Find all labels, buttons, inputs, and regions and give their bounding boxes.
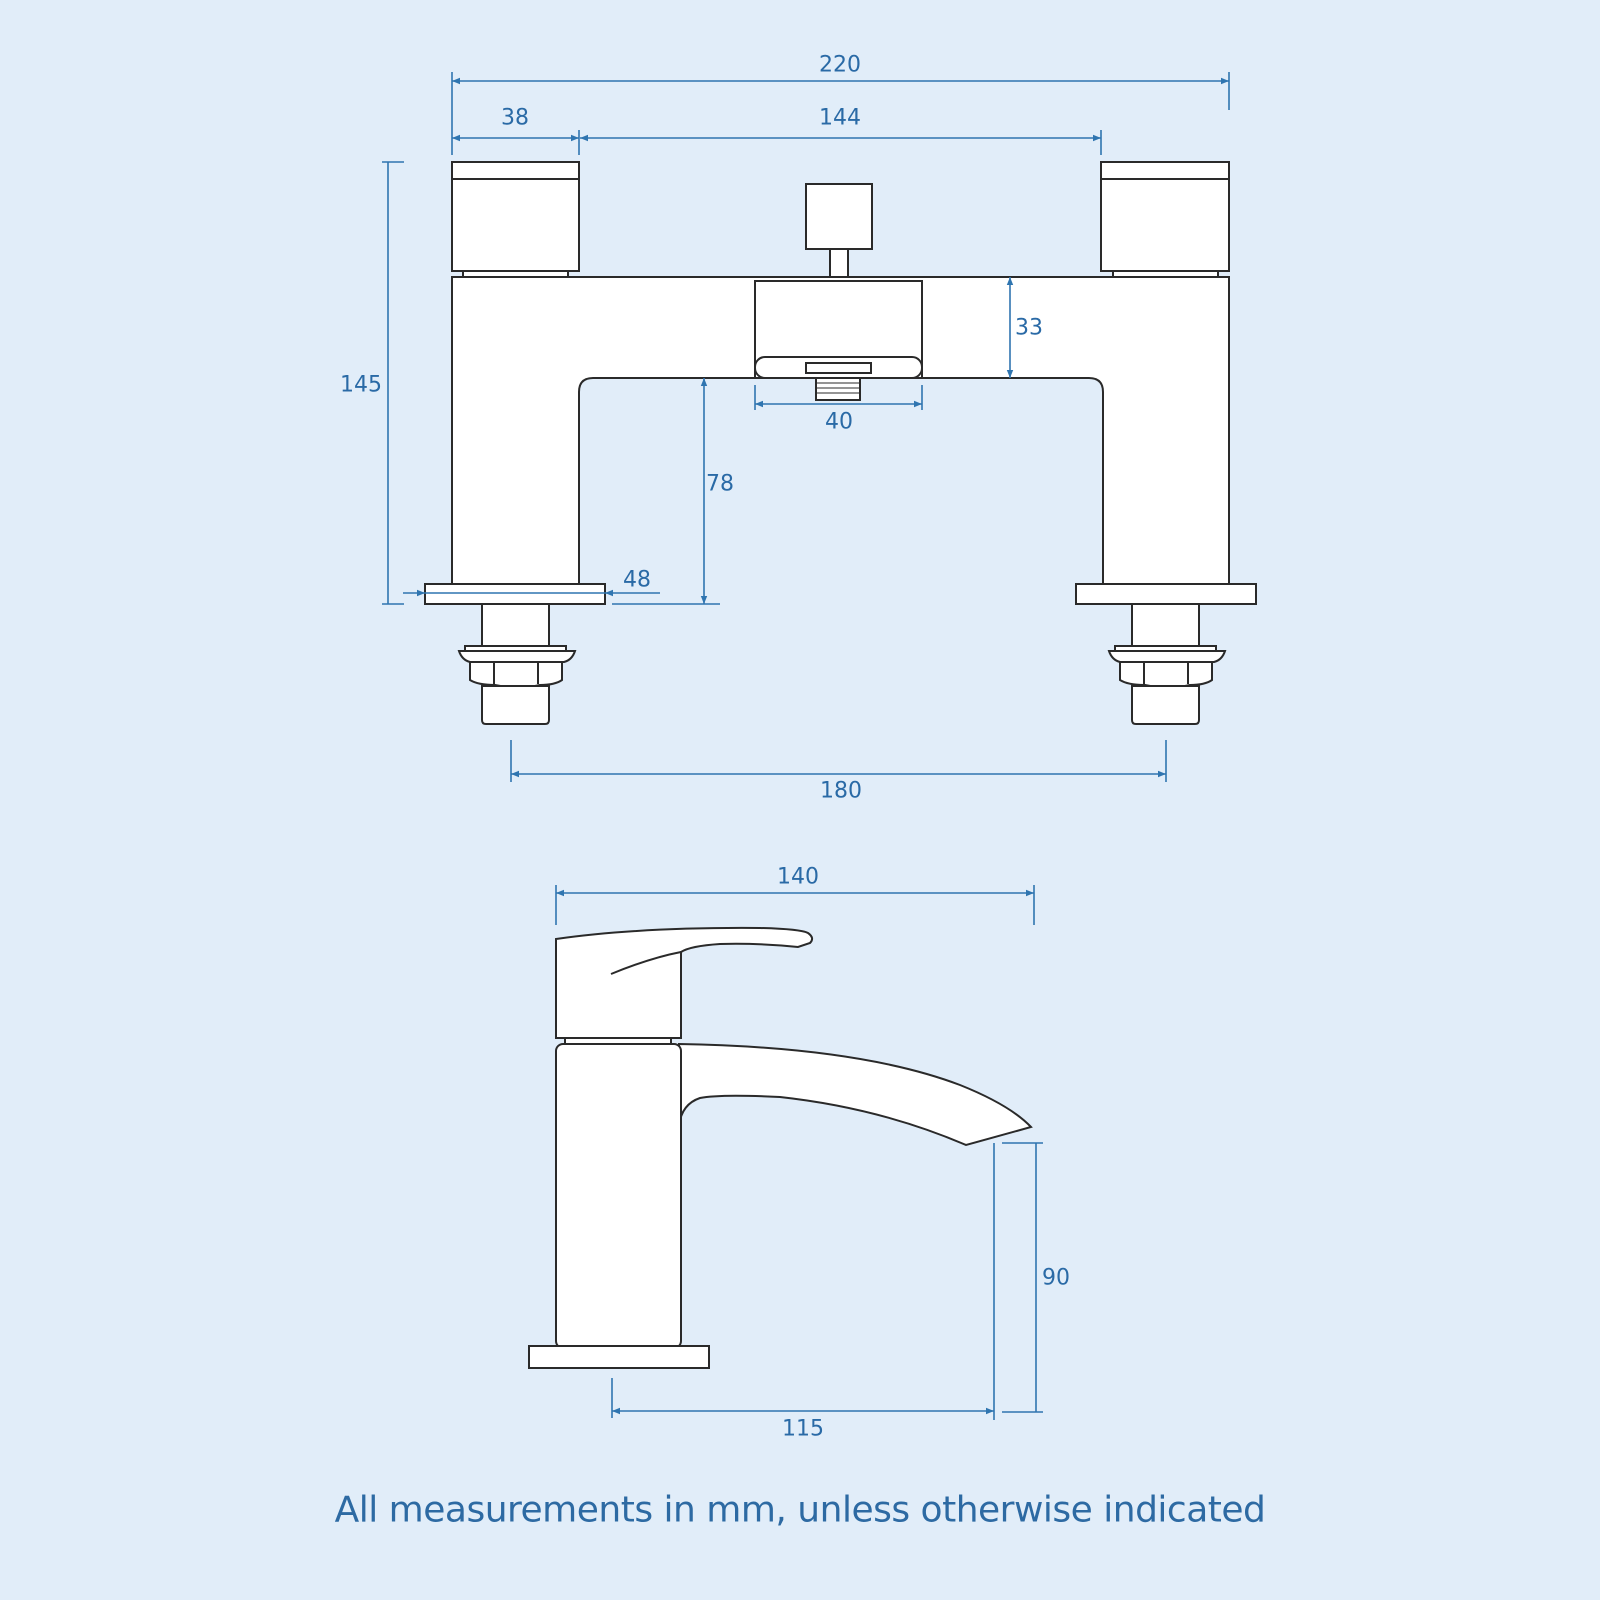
dim-overall-width: 220 xyxy=(819,52,861,78)
right-washer-lip xyxy=(1107,650,1227,663)
left-tail xyxy=(481,603,550,647)
measurement-note: All measurements in mm, unless otherwise… xyxy=(334,1489,1266,1531)
right-handle xyxy=(1100,161,1230,272)
left-base-plate xyxy=(424,583,606,605)
diverter-slot xyxy=(805,362,872,374)
dim-basin-spout-reach: 115 xyxy=(782,1416,824,1442)
right-tail-end xyxy=(1131,685,1200,725)
dim-handle-width: 38 xyxy=(501,105,529,131)
right-base-plate xyxy=(1075,583,1257,605)
lever-handle xyxy=(555,926,814,1039)
tap-body xyxy=(555,1043,682,1349)
dim-tail-centres: 180 xyxy=(820,778,862,804)
bath-mixer-front-view xyxy=(424,161,1257,725)
left-handle xyxy=(451,161,580,272)
diverter-stem xyxy=(829,248,849,278)
dim-basin-projection: 140 xyxy=(777,864,819,890)
dim-base-width: 48 xyxy=(623,567,651,593)
left-washer-lip xyxy=(457,650,577,663)
dim-diverter-width: 40 xyxy=(825,409,853,435)
tap-base-plate xyxy=(528,1345,710,1369)
spout xyxy=(678,1042,1033,1147)
left-tail-end xyxy=(481,685,550,725)
basin-mixer-dimensions xyxy=(555,885,1043,1420)
dim-body-depth: 33 xyxy=(1015,315,1043,341)
left-nut xyxy=(469,661,563,689)
dim-spout-clearance: 78 xyxy=(706,471,734,497)
dim-overall-height: 145 xyxy=(340,372,382,398)
dim-handle-spacing: 144 xyxy=(819,105,861,131)
diverter-knob xyxy=(805,183,873,250)
right-tail xyxy=(1131,603,1200,647)
dim-basin-spout-height: 90 xyxy=(1042,1265,1070,1291)
basin-mixer-side-view xyxy=(528,926,1033,1369)
bridge-body xyxy=(451,276,1230,585)
right-nut xyxy=(1119,661,1213,689)
hose-thread xyxy=(815,377,861,401)
bath-mixer-dimensions xyxy=(382,72,1230,782)
